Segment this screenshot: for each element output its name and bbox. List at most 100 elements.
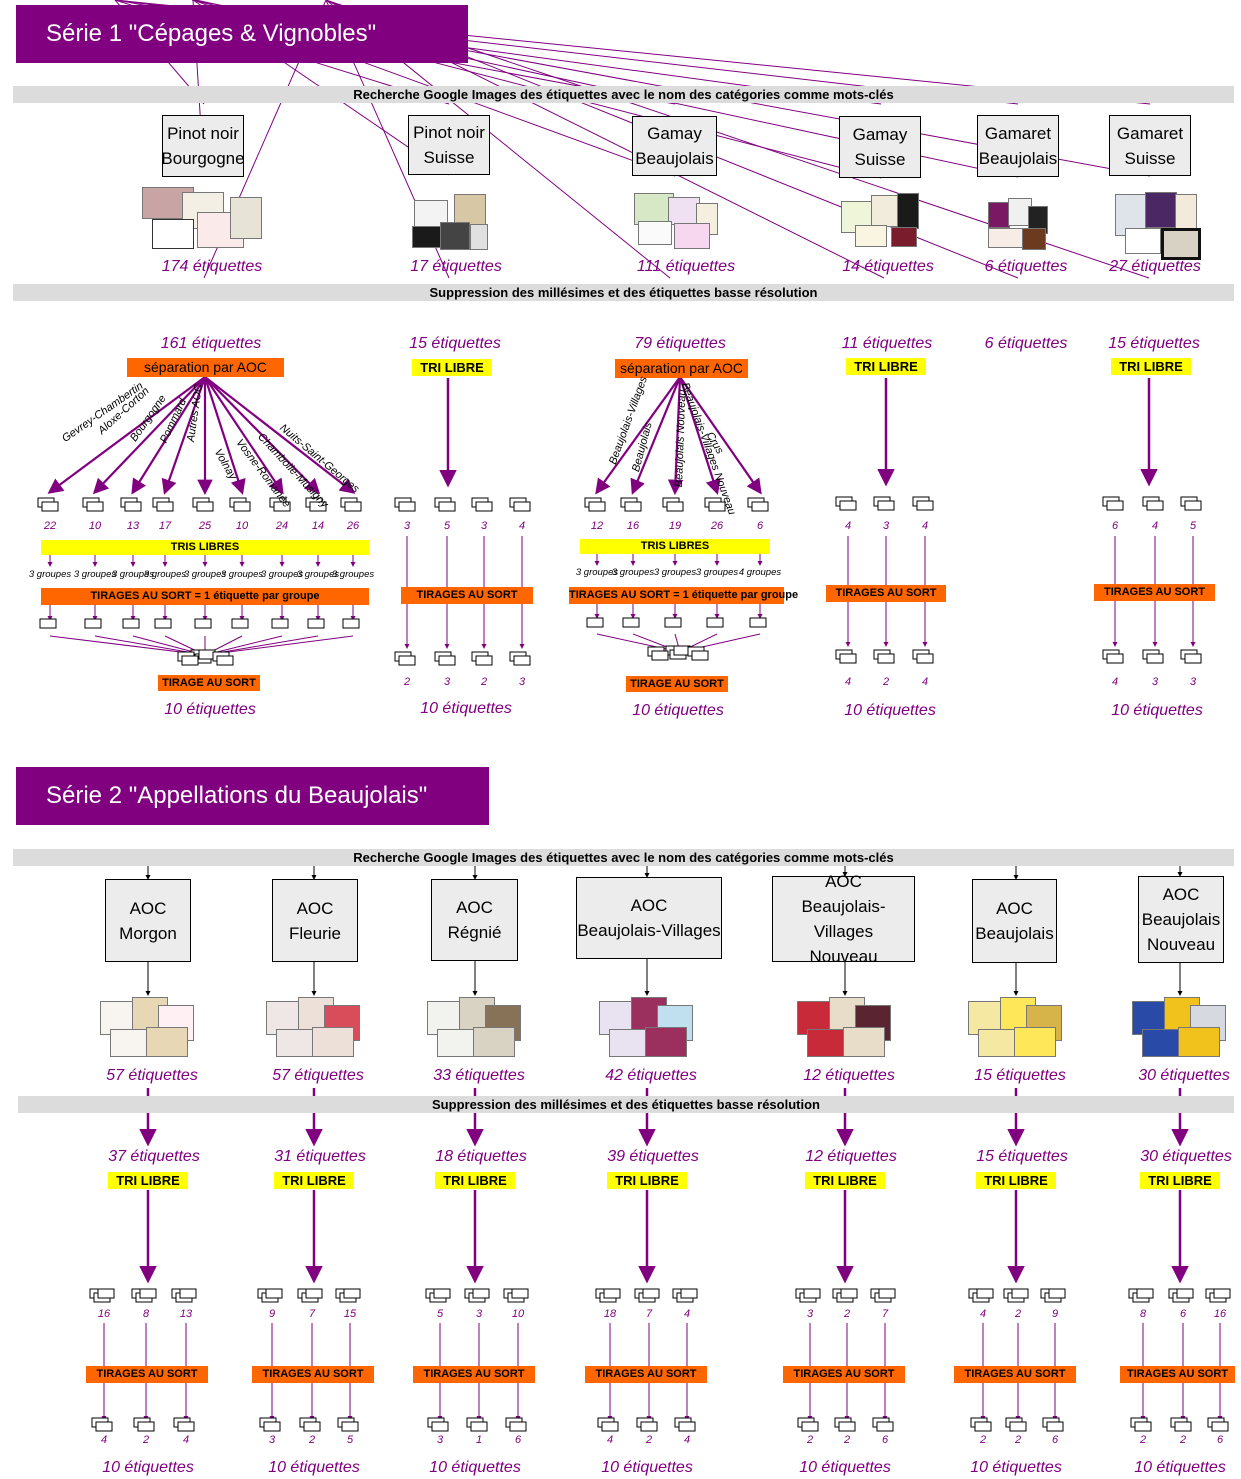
category-box-gamay-beaujolais: Gamay Beaujolais — [632, 116, 717, 176]
label-icon — [1180, 649, 1202, 664]
aoc-arrow — [678, 376, 721, 495]
label-icon — [1207, 1417, 1229, 1432]
group-count: 12 — [590, 520, 604, 532]
label-group-icon — [1102, 496, 1124, 511]
label-icon — [231, 618, 249, 629]
group-count: 14 — [311, 520, 325, 532]
final-count: 10 étiquettes — [420, 700, 512, 717]
label-group-icon — [82, 497, 104, 512]
category-line: Beaujolais-Villages — [801, 897, 886, 941]
label-group-icon — [795, 1288, 821, 1303]
series2-search-bar: Recherche Google Images des étiquettes a… — [13, 849, 1234, 866]
initial-count: 15 étiquettes — [974, 1067, 1066, 1084]
group-count: 10 — [88, 520, 102, 532]
final-count: 10 étiquettes — [1134, 1459, 1226, 1476]
label-icon — [394, 651, 416, 666]
label-group-icon — [171, 1288, 197, 1303]
label-icon — [586, 617, 604, 628]
group-count-label: 3 groupes — [111, 569, 155, 580]
category-line: AOC — [296, 898, 334, 918]
label-group-icon — [335, 1288, 361, 1303]
pick-count: 6 — [1216, 1434, 1224, 1446]
label-group-icon — [912, 496, 934, 511]
series1-title: Série 1 "Cépages & Vignobles" — [16, 5, 468, 63]
initial-count: 174 étiquettes — [161, 258, 263, 275]
filtered-count: 12 étiquettes — [805, 1148, 897, 1165]
label-group-icon — [672, 1288, 698, 1303]
initial-count: 27 étiquettes — [1109, 258, 1201, 275]
label-icon — [873, 649, 895, 664]
label-group-icon — [870, 1288, 896, 1303]
aoc-arrow — [595, 376, 681, 495]
tris-libres-bar: TRIS LIBRES — [41, 540, 369, 555]
group-count: 13 — [126, 520, 140, 532]
final-count: 10 étiquettes — [429, 1459, 521, 1476]
category-line: Suisse — [423, 148, 475, 167]
pick-count: 2 — [480, 676, 488, 688]
category-line: Fleurie — [289, 923, 341, 943]
tirages-bar: TIRAGES AU SORT — [1094, 584, 1215, 601]
label-group-icon — [152, 497, 174, 512]
label-icon — [1170, 1417, 1192, 1432]
category-box: AOC Fleurie — [272, 879, 358, 962]
label-icon — [271, 618, 289, 629]
label-group-icon — [747, 497, 769, 512]
category-line: Nouveau — [1146, 935, 1216, 954]
group-count-label: 3 groupes — [73, 569, 117, 580]
group-count: 4 — [979, 1308, 987, 1320]
group-count: 26 — [346, 520, 360, 532]
group-count: 16 — [626, 520, 640, 532]
group-count: 3 — [403, 520, 411, 532]
filtered-count: 161 étiquettes — [160, 335, 262, 352]
pick-count: 4 — [683, 1434, 691, 1446]
tri-libre-label: TRI LIBRE — [846, 358, 926, 375]
label-thumbnails — [634, 193, 718, 249]
pick-count: 6 — [514, 1434, 522, 1446]
group-count: 8 — [1139, 1308, 1147, 1320]
final-count: 10 étiquettes — [1111, 702, 1203, 719]
label-group-icon — [634, 1288, 660, 1303]
label-icon — [749, 617, 767, 628]
category-line: Bourgogne — [161, 149, 245, 168]
category-line: Suisse — [854, 150, 906, 169]
filtered-count: 15 étiquettes — [409, 335, 501, 352]
label-icon — [622, 617, 640, 628]
label-group-icon — [835, 496, 857, 511]
pick-count: 3 — [518, 676, 526, 688]
label-icon — [39, 618, 57, 629]
group-count-label: 3 groupes — [143, 569, 187, 580]
label-group-icon — [120, 497, 142, 512]
initial-count: 33 étiquettes — [433, 1067, 525, 1084]
label-icon — [912, 649, 934, 664]
group-count: 5 — [1189, 520, 1197, 532]
group-count: 3 — [475, 1308, 483, 1320]
tri-libre-label: TRI LIBRE — [412, 359, 492, 376]
aoc-arrow — [630, 376, 682, 495]
final-count: 10 étiquettes — [844, 702, 936, 719]
group-count: 2 — [1014, 1308, 1022, 1320]
pick-count: 4 — [921, 676, 929, 688]
filtered-count: 15 étiquettes — [976, 1148, 1068, 1165]
label-thumbnails — [797, 997, 893, 1059]
category-line: Beaujolais — [975, 924, 1054, 943]
tri-libre-label: TRI LIBRE — [976, 1172, 1056, 1189]
pick-count: 6 — [881, 1434, 889, 1446]
pick-count: 3 — [436, 1434, 444, 1446]
label-group-icon — [1180, 496, 1202, 511]
final-count: 10 étiquettes — [970, 1459, 1062, 1476]
tri-libre-label: TRI LIBRE — [108, 1172, 188, 1189]
label-icon — [122, 618, 140, 629]
category-line: Régnié — [447, 923, 502, 942]
group-count-label: 3 groupes — [331, 569, 375, 580]
category-line: Nouveau — [809, 947, 878, 966]
group-count: 16 — [1213, 1308, 1227, 1320]
category-box-gamaret-beaujolais: Gamaret Beaujolais — [977, 115, 1059, 177]
category-line: Pinot noir — [413, 123, 485, 142]
group-count: 4 — [844, 520, 852, 532]
pick-count: 2 — [979, 1434, 987, 1446]
final-count: 10 étiquettes — [164, 701, 256, 718]
label-thumbnails — [988, 198, 1048, 250]
group-count: 22 — [43, 520, 57, 532]
initial-count: 57 étiquettes — [106, 1067, 198, 1084]
